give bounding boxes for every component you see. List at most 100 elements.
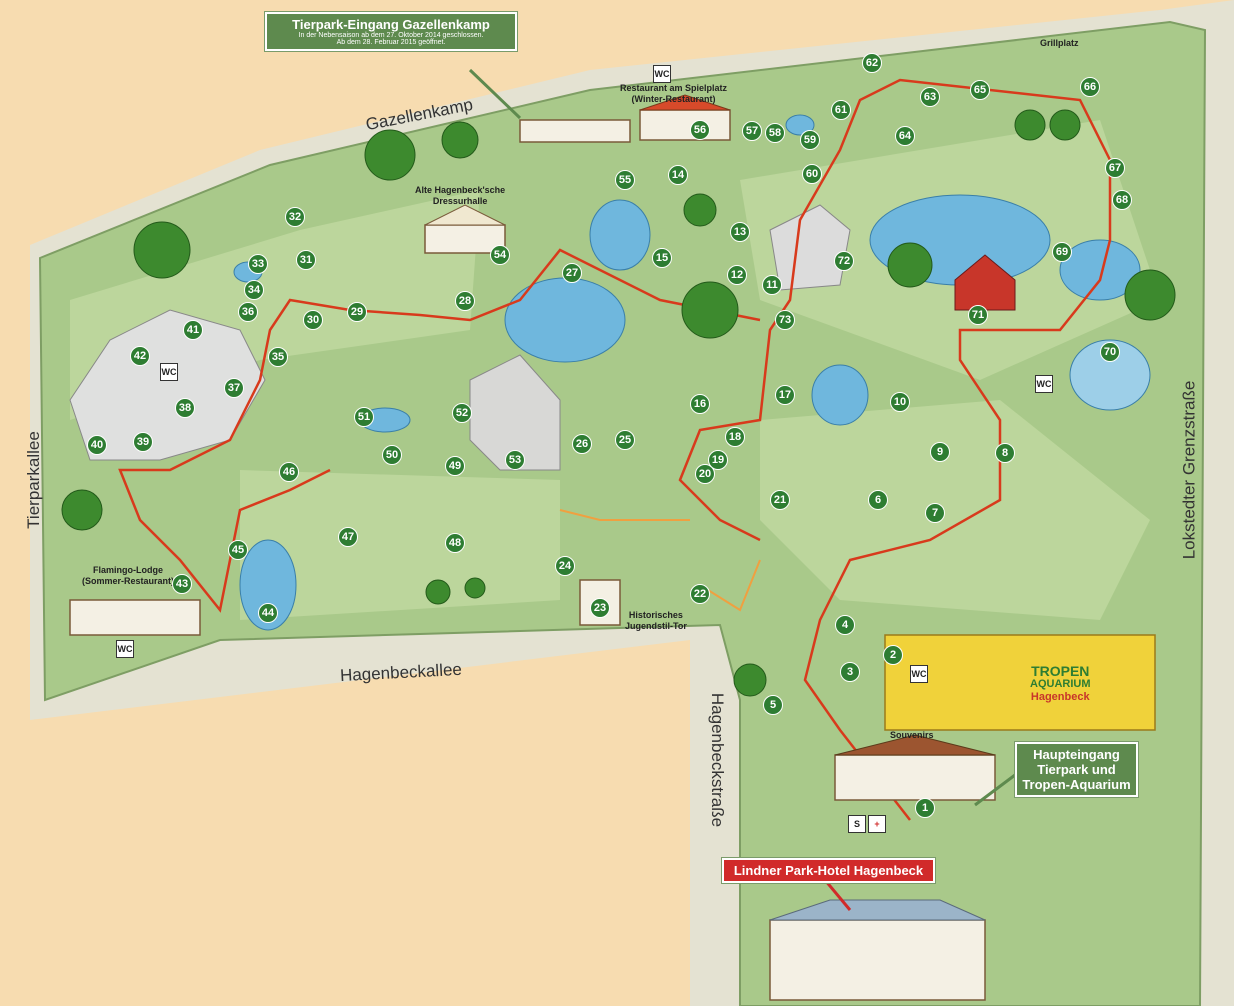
station-marker-47: 47 [338,527,358,547]
station-marker-33: 33 [248,254,268,274]
station-marker-73: 73 [775,310,795,330]
hotel-roof [769,899,986,921]
station-marker-20: 20 [695,464,715,484]
dressurhalle-line-2: Dressurhalle [432,196,488,206]
station-marker-54: 54 [490,245,510,265]
station-marker-63: 63 [920,87,940,107]
station-marker-25: 25 [615,430,635,450]
station-marker-26: 26 [572,434,592,454]
station-marker-69: 69 [1052,242,1072,262]
tropen-line-3: Hagenbeck [1030,691,1090,703]
label-souvenirs: Souvenirs [890,730,934,740]
station-marker-58: 58 [765,123,785,143]
station-marker-68: 68 [1112,190,1132,210]
main-entrance-roof [834,734,996,756]
station-marker-40: 40 [87,435,107,455]
label-dressurhalle: Alte Hagenbeck'sche Dressurhalle [415,185,505,207]
station-marker-29: 29 [347,302,367,322]
gazellenkamp-note-2: Ab dem 28. Februar 2015 geöffnet. [336,39,446,46]
station-marker-46: 46 [279,462,299,482]
main-entrance-line-2: Tierpark und [1037,762,1116,777]
restaurant-spielplatz-line-1: Restaurant am Spielplatz [620,83,728,93]
station-marker-17: 17 [775,385,795,405]
station-marker-53: 53 [505,450,525,470]
flamingo-line-1: Flamingo-Lodge [93,565,164,575]
station-marker-7: 7 [925,503,945,523]
thai-pavilion [954,254,1016,311]
station-marker-8: 8 [995,443,1015,463]
station-marker-55: 55 [615,170,635,190]
station-marker-49: 49 [445,456,465,476]
pond-69 [1059,239,1141,301]
main-entrance-line-1: Haupteingang [1033,747,1120,762]
station-marker-11: 11 [762,275,782,295]
station-marker-36: 36 [238,302,258,322]
station-marker-37: 37 [224,378,244,398]
tropen-line-1: TROPEN [1031,663,1090,679]
pond-70 [1069,339,1151,411]
trees [61,109,1176,697]
mountain-rocks [469,354,561,471]
station-marker-1: 1 [915,798,935,818]
station-marker-60: 60 [802,164,822,184]
station-marker-67: 67 [1105,158,1125,178]
restaurant-spielplatz-line-2: (Winter-Restaurant) [631,94,716,104]
station-marker-34: 34 [244,280,264,300]
station-marker-14: 14 [668,165,688,185]
station-marker-9: 9 [930,442,950,462]
hotel-title: Lindner Park-Hotel Hagenbeck [733,863,924,878]
first-aid-icon: + [868,815,886,833]
station-marker-27: 27 [562,263,582,283]
meadow-3 [760,400,1150,620]
pond-central [504,277,626,363]
pond-55 [589,199,651,271]
street-tierparkallee: Tierparkallee [23,431,43,529]
station-marker-2: 2 [883,645,903,665]
station-marker-71: 71 [968,305,988,325]
gazellenkamp-pointer [468,68,522,120]
wc-icon: WC [1035,375,1053,393]
label-flamingo-lodge: Flamingo-Lodge (Sommer-Restaurant) [82,565,174,587]
polar-rocks [69,309,266,461]
jugendstil-line-1: Historisches [628,610,683,620]
station-marker-41: 41 [183,320,203,340]
main-entrance-line-3: Tropen-Aquarium [1022,777,1131,792]
station-marker-6: 6 [868,490,888,510]
pay-icon: S [848,815,866,833]
station-marker-28: 28 [455,291,475,311]
station-marker-56: 56 [690,120,710,140]
station-marker-10: 10 [890,392,910,412]
station-marker-52: 52 [452,403,472,423]
label-grillplatz: Grillplatz [1040,38,1079,48]
station-marker-38: 38 [175,398,195,418]
station-marker-66: 66 [1080,77,1100,97]
flamingo-line-2: (Sommer-Restaurant) [82,576,175,586]
station-marker-45: 45 [228,540,248,560]
station-marker-42: 42 [130,346,150,366]
gazellenkamp-title: Tierpark-Eingang Gazellenkamp [292,17,490,32]
station-marker-13: 13 [730,222,750,242]
tropen-aquarium [884,634,1156,731]
wc-icon: WC [116,640,134,658]
station-marker-21: 21 [770,490,790,510]
restaurant-roof [639,94,731,111]
hotel-pointer [823,879,852,911]
street-hagenbeckstrasse: Hagenbeckstraße [708,692,728,828]
station-marker-59: 59 [800,130,820,150]
station-marker-24: 24 [555,556,575,576]
station-marker-39: 39 [133,432,153,452]
haupteingang-pointer [974,773,1016,807]
station-marker-48: 48 [445,533,465,553]
jugendstil-line-2: Jugendstil-Tor [625,621,687,631]
station-marker-30: 30 [303,310,323,330]
station-marker-31: 31 [296,250,316,270]
station-marker-4: 4 [835,615,855,635]
callout-main-entrance: Haupteingang Tierpark und Tropen-Aquariu… [1015,742,1138,797]
station-marker-22: 22 [690,584,710,604]
station-marker-5: 5 [763,695,783,715]
station-marker-44: 44 [258,603,278,623]
orange-path [559,509,761,612]
tropen-line-2: AQUARIUM [1030,678,1091,690]
station-marker-50: 50 [382,445,402,465]
